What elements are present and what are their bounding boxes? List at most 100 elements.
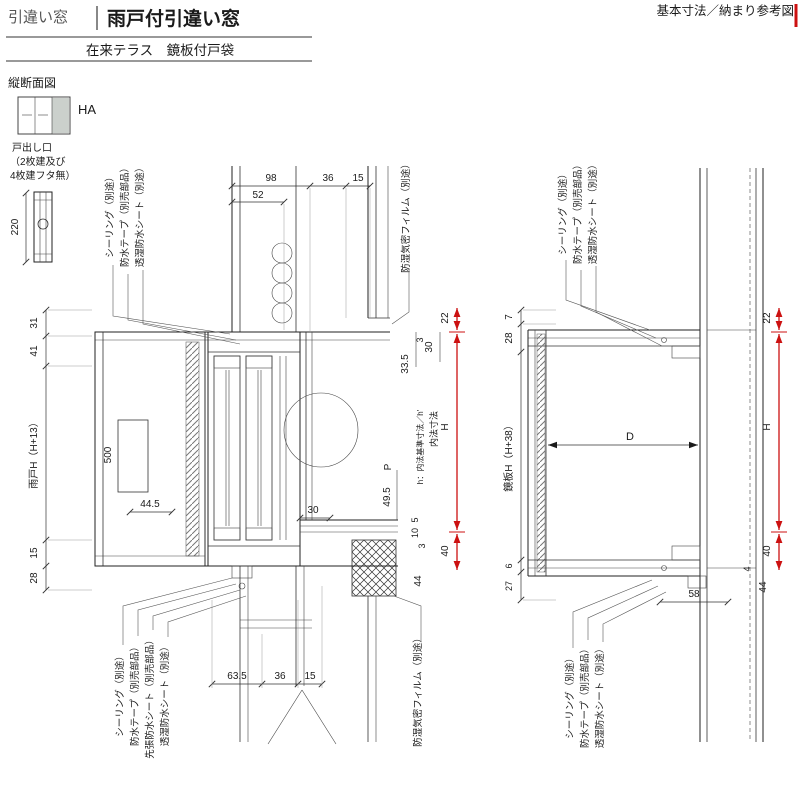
dim-label-15-bottom: 15 — [304, 671, 316, 682]
floor-joist-hatch — [351, 539, 397, 597]
top-bracket — [671, 345, 701, 359]
dim-label-33-5: 33.5 — [400, 354, 411, 374]
panel-board-hatch — [185, 341, 200, 557]
shutter-housing — [94, 331, 206, 567]
dim-label-5: 5 — [410, 517, 420, 522]
outlet-note-line1: 戸出し口 — [12, 141, 52, 154]
dim-label-28-left: 28 — [29, 572, 40, 584]
dim-label-58: 58 — [688, 589, 700, 600]
callout-vapor-film-bottom-left: 防湿気密フィルム（別途） — [412, 633, 424, 747]
left-red-height-arrows — [449, 308, 465, 570]
callout-wp-sheet-bottom-right: 透湿防水シート（別途） — [594, 644, 606, 749]
right-dimensions-left-chain: 7 28 鏡板H（H+38） 6 27 — [502, 306, 556, 604]
part-220-detail: 220 — [10, 189, 53, 266]
dim-label-44-left-view: 44 — [413, 575, 424, 587]
dim-label-H-left: H — [440, 423, 451, 430]
left-dimensions-top: 98 36 15 52 — [228, 173, 374, 332]
callout-wp-sheet-bottom-left: 透湿防水シート（別途） — [159, 642, 171, 747]
dim-label-3-lower: 3 — [417, 543, 427, 548]
sash-interior — [245, 355, 273, 541]
dim-label-49-5: 49.5 — [382, 487, 393, 507]
callout-wp-tape-bottom-right: 防水テープ（別売部品） — [579, 644, 591, 748]
dim-label-63-5: 63.5 — [227, 671, 247, 682]
right-wall-structure — [699, 168, 764, 742]
dim-label-22-right-view: 22 — [762, 312, 773, 324]
outlet-note-line2: （2枚建及び — [10, 155, 66, 168]
left-dimensions-right: 30 3 33.5 内法寸法 h：内法基準寸法／h' H P 49.5 30 5… — [296, 312, 451, 587]
insulation-coil — [271, 242, 293, 264]
dim-label-22-left-view: 22 — [440, 312, 451, 324]
callout-sealing-top-right: シーリング（別途） — [557, 169, 569, 255]
page-title: 雨戸付引違い窓 — [107, 7, 240, 30]
dim-label-40-left-view: 40 — [440, 545, 451, 557]
corner-note: 基本寸法／納まり参考図 — [656, 3, 794, 18]
ha-legend: HA — [17, 96, 96, 135]
left-section-view: 98 36 15 52 31 41 雨戸H（H+13） 15 28 — [28, 159, 465, 759]
left-lower-wall-structure — [95, 565, 398, 745]
left-callouts-top: シーリング（別途） 防水テープ（別売部品） 透湿防水シート（別途） 防湿気密フィ… — [104, 159, 412, 345]
front-board-hatch — [536, 333, 546, 573]
callout-wp-sheet-top-right: 透湿防水シート（別途） — [587, 160, 599, 265]
bottom-bracket — [671, 545, 701, 561]
dim-label-36-top: 36 — [322, 173, 334, 184]
section-view-label: 縦断面図 — [8, 75, 56, 90]
dim-label-h-note: h：内法基準寸法／h' — [415, 409, 425, 484]
right-red-height-arrows: 22 H 40 — [762, 308, 787, 570]
dim-label-15-top: 15 — [352, 173, 364, 184]
dim-label-52: 52 — [252, 190, 264, 201]
dim-label-H-right: H — [762, 423, 773, 430]
series-subtitle: 在来テラス 鏡板付戸袋 — [86, 43, 235, 58]
shutter-box-fill — [52, 98, 69, 133]
left-dimensions-left-chain: 31 41 雨戸H（H+13） 15 28 500 44.5 — [28, 306, 176, 594]
outlet-note: 戸出し口 （2枚建及び 4枚建フタ無） — [10, 141, 76, 182]
right-callouts-top: シーリング（別途） 防水テープ（別売部品） 透湿防水シート（別途） — [557, 160, 663, 347]
right-callouts-bottom: シーリング（別途） 防水テープ（別売部品） 透湿防水シート（別途） — [564, 579, 667, 749]
dim-label-4: 4 — [742, 566, 752, 571]
right-section-view: D 7 28 鏡板H（H+38） 6 27 58 4 44 — [502, 160, 787, 749]
sash-exterior — [213, 355, 241, 541]
callout-sealing-bottom-right: シーリング（別途） — [564, 653, 576, 739]
type-code-label: HA — [78, 102, 96, 117]
dim-label-44-5: 44.5 — [140, 499, 160, 510]
dim-label-31: 31 — [29, 317, 40, 329]
dim-label-98: 98 — [265, 173, 277, 184]
outlet-note-line3: 4枚建フタ無） — [10, 169, 76, 182]
sheet-header: 引違い窓 雨戸付引違い窓 基本寸法／納まり参考図 在来テラス 鏡板付戸袋 — [6, 3, 798, 62]
window-sashes — [207, 332, 301, 566]
left-dimensions-bottom: 63.5 36 15 — [208, 586, 326, 688]
left-callouts-bottom: シーリング（別途） 防水テープ（別売部品） 先張防水シート（別売部品） 透湿防水… — [114, 577, 424, 759]
break-mark — [267, 689, 303, 745]
callout-wp-tape-bottom-left: 防水テープ（別売部品） — [129, 642, 141, 746]
dim-label-15-left: 15 — [29, 547, 40, 559]
left-upper-wall-structure — [95, 166, 390, 341]
dim-label-10: 10 — [410, 528, 420, 538]
dim-label-D: D — [626, 431, 634, 443]
dim-label-41: 41 — [29, 345, 40, 357]
callout-vapor-film-top-left: 防湿気密フィルム（別途） — [400, 159, 412, 273]
section-circle-mark — [283, 392, 359, 468]
dim-label-30-right: 30 — [424, 341, 435, 353]
dim-label-amado-h: 雨戸H（H+13） — [28, 417, 40, 488]
dim-label-uchinori: 内法寸法 — [428, 411, 439, 447]
dim-label-27: 27 — [504, 581, 514, 591]
housing-opening — [117, 419, 149, 493]
dim-label-3-upper: 3 — [415, 337, 425, 342]
dim-label-28-right-view: 28 — [504, 332, 515, 344]
dim-label-500: 500 — [103, 446, 114, 463]
callout-wp-tape-top-left: 防水テープ（別売部品） — [119, 163, 131, 267]
dim-label-P: P — [383, 463, 394, 470]
callout-sealing-bottom-left: シーリング（別途） — [114, 651, 126, 737]
callout-sealing-top-left: シーリング（別途） — [104, 172, 116, 258]
dim-label-36-bottom: 36 — [274, 671, 286, 682]
callout-wp-tape-top-right: 防水テープ（別売部品） — [572, 160, 584, 264]
dim-label-40-right-view: 40 — [762, 545, 773, 557]
dim-label-30-sill: 30 — [307, 505, 319, 516]
shutter-box-section — [527, 329, 707, 589]
dim-label-44-right-view: 44 — [758, 581, 769, 593]
callout-wp-sheet-top-left: 透湿防水シート（別途） — [134, 163, 146, 268]
right-dimensions-bottom: 58 4 44 — [656, 566, 769, 606]
dim-label-6: 6 — [504, 563, 514, 568]
window-category-label: 引違い窓 — [8, 8, 68, 26]
dim-label-7: 7 — [504, 314, 515, 320]
